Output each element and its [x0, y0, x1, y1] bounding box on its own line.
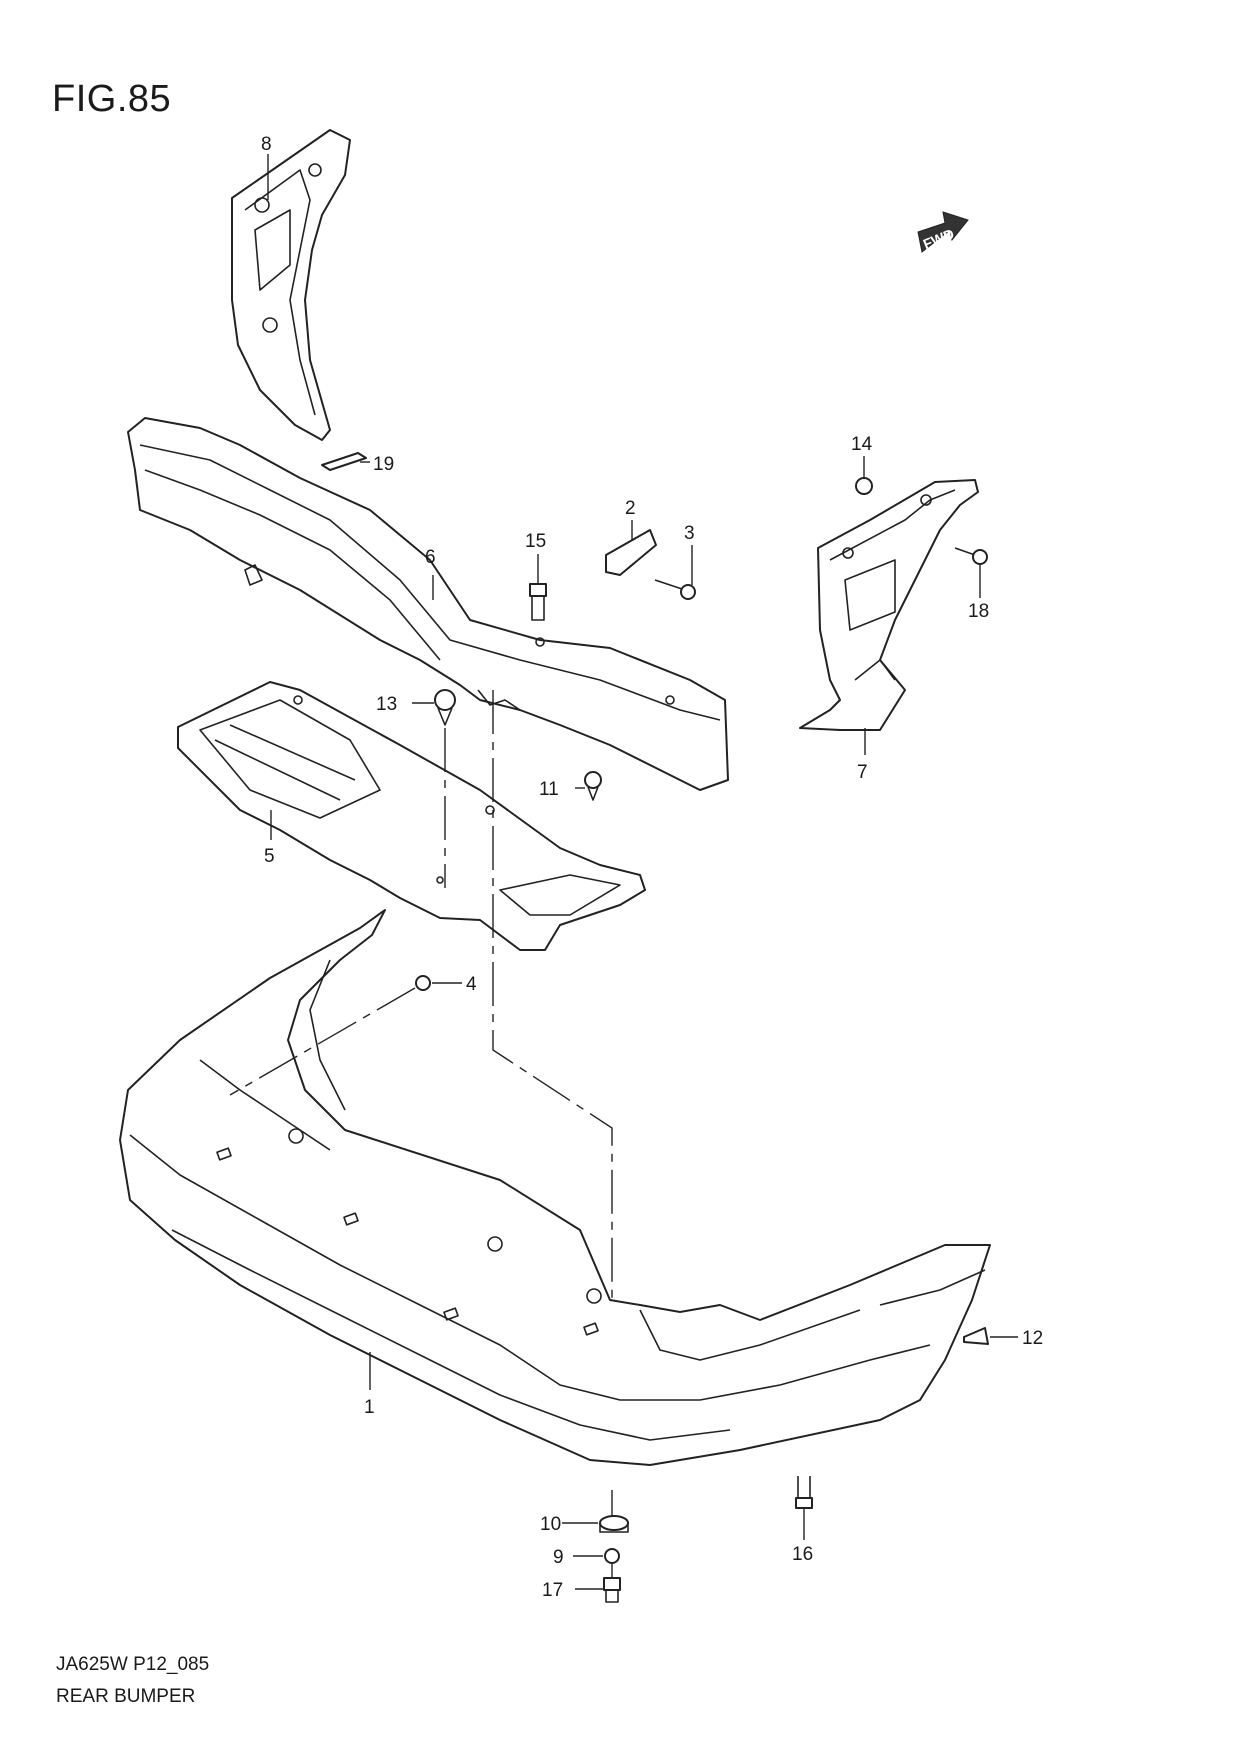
part-17-bolt: [603, 1577, 621, 1603]
part-9-washer: [604, 1548, 620, 1564]
part-10-bush: [599, 1515, 629, 1533]
part-2-clip: [605, 529, 657, 576]
part-7-right-bracket: [799, 479, 979, 731]
part-3-screw: [654, 579, 696, 600]
part-18-screw: [954, 547, 988, 565]
diagram-name: REAR BUMPER: [56, 1686, 196, 1707]
callout-6: 6: [425, 547, 436, 568]
callout-12: 12: [1022, 1328, 1043, 1349]
callout-1: 1: [364, 1397, 375, 1418]
callout-8: 8: [261, 134, 272, 155]
callout-4: 4: [466, 974, 477, 995]
part-14-nut: [855, 477, 873, 495]
callout-14: 14: [851, 434, 873, 455]
callout-11: 11: [539, 779, 559, 800]
part-8-left-bracket: [231, 129, 351, 441]
part-15-bolt: [529, 583, 547, 621]
part-4-clip: [415, 975, 431, 991]
callout-5: 5: [264, 846, 275, 867]
callout-16: 16: [792, 1544, 813, 1565]
figure-title: FIG.85: [52, 78, 172, 120]
callout-2: 2: [625, 498, 636, 519]
part-1-rear-bumper: [119, 909, 991, 1466]
part-5-under-cover: [177, 681, 646, 951]
part-13-clip: [434, 689, 456, 726]
callout-9: 9: [553, 1547, 564, 1568]
alignment-line-b: [492, 690, 613, 1300]
fwd-arrow-icon: FWD: [917, 211, 969, 253]
part-19-pad: [321, 452, 370, 471]
callout-10: 10: [540, 1514, 561, 1535]
callout-15: 15: [525, 531, 546, 552]
callout-3: 3: [684, 523, 695, 544]
part-11-clip: [584, 771, 602, 801]
leader-lines: [267, 154, 1018, 1590]
diagram-code: JA625W P12_085: [56, 1654, 210, 1675]
callout-17: 17: [542, 1580, 563, 1601]
part-16-bolt: [795, 1476, 813, 1509]
callout-19: 19: [373, 454, 394, 475]
callout-7: 7: [857, 762, 868, 783]
callout-18: 18: [968, 601, 989, 622]
alignment-line-c: [229, 987, 416, 1096]
part-12-clip: [963, 1327, 989, 1345]
part-6-reinforcement: [127, 417, 729, 791]
callout-13: 13: [376, 694, 397, 715]
